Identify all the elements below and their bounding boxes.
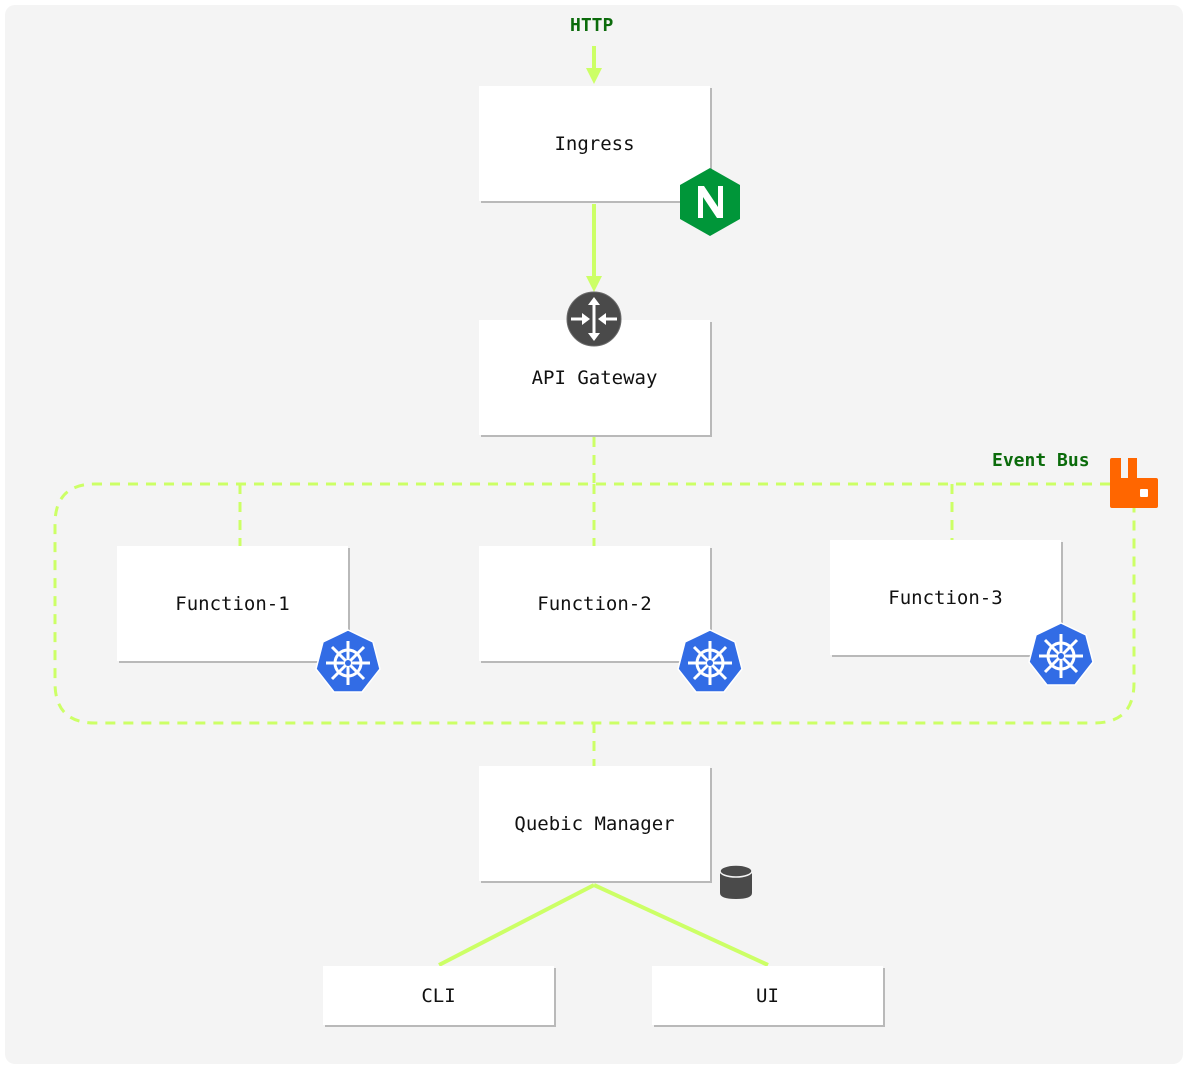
database-icon bbox=[719, 864, 753, 899]
kubernetes-icon bbox=[677, 629, 743, 693]
function-3-node[interactable]: Function-3 bbox=[830, 540, 1061, 655]
edge-http-ingress-arrowhead bbox=[586, 68, 602, 84]
rabbitmq-icon bbox=[1110, 458, 1158, 508]
function-2-label: Function-2 bbox=[537, 592, 652, 615]
cli-node[interactable]: CLI bbox=[323, 966, 554, 1025]
edge-manager-cli bbox=[438, 883, 595, 967]
edge-ingress-gateway-arrowhead bbox=[586, 276, 602, 292]
api-gateway-label: API Gateway bbox=[531, 366, 658, 389]
event-bus-label: Event Bus bbox=[992, 450, 1090, 471]
cli-label: CLI bbox=[421, 984, 456, 1007]
ui-node[interactable]: UI bbox=[652, 966, 883, 1025]
function-1-label: Function-1 bbox=[175, 592, 290, 615]
kubernetes-icon bbox=[315, 629, 381, 693]
quebic-manager-node[interactable]: Quebic Manager bbox=[479, 766, 710, 881]
ingress-node[interactable]: Ingress bbox=[479, 86, 710, 201]
ingress-label: Ingress bbox=[554, 132, 635, 155]
quebic-manager-label: Quebic Manager bbox=[514, 812, 675, 835]
kubernetes-icon bbox=[1028, 622, 1094, 686]
router-icon bbox=[566, 291, 622, 347]
function-2-node[interactable]: Function-2 bbox=[479, 546, 710, 661]
ui-label: UI bbox=[756, 984, 779, 1007]
edge-manager-ui bbox=[593, 883, 769, 967]
nginx-icon bbox=[680, 168, 740, 236]
function-3-label: Function-3 bbox=[888, 586, 1003, 609]
function-1-node[interactable]: Function-1 bbox=[117, 546, 348, 661]
http-label: HTTP bbox=[570, 15, 614, 36]
event-bus-loop bbox=[53, 482, 1136, 725]
